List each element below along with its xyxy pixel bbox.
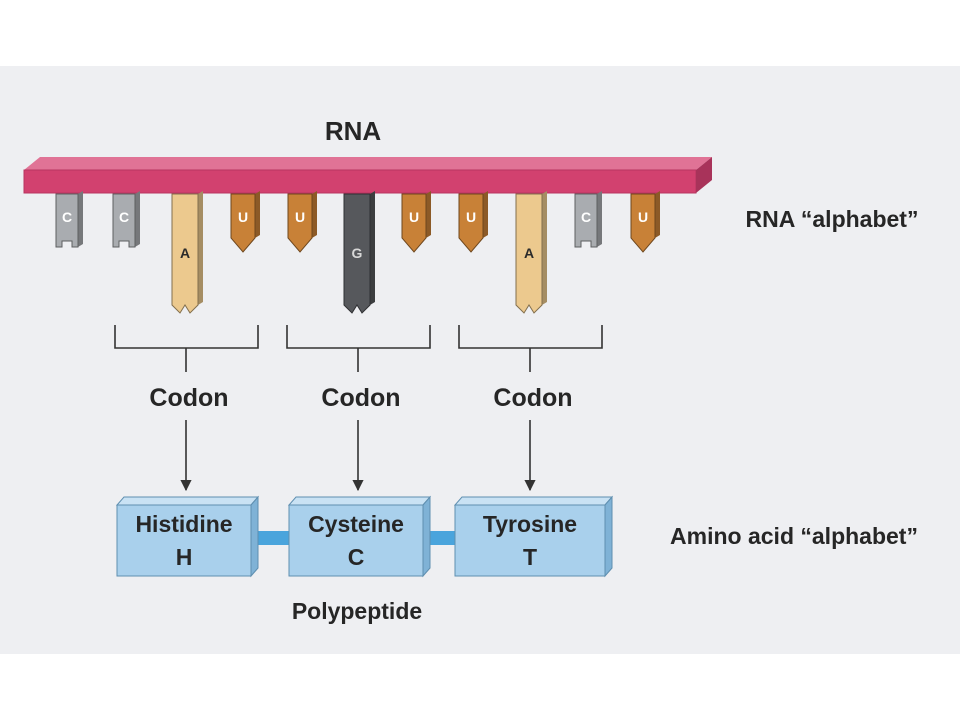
rna-base-a: A	[515, 191, 547, 314]
rna-base-a: A	[171, 191, 203, 314]
peptide-bond	[258, 531, 290, 545]
base-side	[655, 191, 660, 238]
codon-label: Codon	[493, 384, 572, 412]
base-letter: U	[409, 209, 419, 225]
rna-base-c: C	[112, 191, 140, 248]
amino-acid-alphabet-label: Amino acid “alphabet”	[670, 523, 918, 549]
rna-base-g: G	[343, 191, 375, 314]
base-side	[312, 191, 317, 238]
base-side	[542, 191, 547, 305]
base-letter: A	[524, 245, 534, 261]
base-body	[287, 193, 313, 253]
rna-base-u: U	[401, 191, 431, 253]
amino-acid-box-cysteine: Cysteine C	[287, 495, 432, 578]
rna-strand	[23, 157, 712, 194]
polypeptide-label: Polypeptide	[292, 598, 422, 624]
codon-bracket	[458, 325, 603, 372]
amino-acid-box-histidine: Histidine H	[115, 495, 260, 578]
base-side	[198, 191, 203, 305]
base-body	[55, 193, 79, 248]
base-body	[112, 193, 136, 248]
amino-acid-code: C	[348, 544, 365, 570]
amino-acid-name: Cysteine	[308, 511, 404, 537]
base-side	[78, 191, 83, 247]
rna-base-c: C	[55, 191, 83, 248]
amino-acid-box-tyrosine: Tyrosine T	[453, 495, 614, 578]
amino-acid-name: Histidine	[135, 511, 232, 537]
base-body	[515, 193, 543, 314]
base-body	[574, 193, 598, 248]
base-body	[630, 193, 656, 253]
base-side	[597, 191, 602, 247]
base-side	[255, 191, 260, 238]
codon-bracket	[114, 325, 259, 372]
base-body	[401, 193, 427, 253]
amino-acid-code: H	[176, 544, 193, 570]
base-body	[458, 193, 484, 253]
rna-base-u: U	[287, 191, 317, 253]
base-body	[171, 193, 199, 314]
rna-base-c: C	[574, 191, 602, 248]
base-body	[343, 193, 371, 314]
base-letter: C	[119, 209, 129, 225]
base-letter: U	[466, 209, 476, 225]
base-side	[370, 191, 375, 305]
rna-base-u: U	[230, 191, 260, 253]
rna-title: RNA	[325, 116, 382, 146]
base-side	[135, 191, 140, 247]
base-letter: C	[62, 209, 72, 225]
amino-acid-code: T	[523, 544, 537, 570]
rna-base-u: U	[458, 191, 488, 253]
base-letter: U	[238, 209, 248, 225]
codon-bracket	[286, 325, 431, 372]
codon-label: Codon	[149, 384, 228, 412]
rna-alphabet-label: RNA “alphabet”	[746, 206, 919, 232]
base-letter: U	[638, 209, 648, 225]
polypeptide-chain: Histidine H Cysteine C Tyrosine T	[115, 495, 614, 578]
amino-acid-name: Tyrosine	[483, 511, 577, 537]
peptide-bond	[423, 531, 455, 545]
base-letter: A	[180, 245, 190, 261]
rna-bases: C C A U U G U U A C U	[55, 191, 660, 314]
base-letter: U	[295, 209, 305, 225]
base-letter: G	[352, 245, 363, 261]
base-side	[483, 191, 488, 238]
base-side	[426, 191, 431, 238]
base-body	[230, 193, 256, 253]
base-letter: C	[581, 209, 591, 225]
codon-groups: Codon Codon Codon	[114, 325, 603, 492]
codon-label: Codon	[321, 384, 400, 412]
rna-base-u: U	[630, 191, 660, 253]
